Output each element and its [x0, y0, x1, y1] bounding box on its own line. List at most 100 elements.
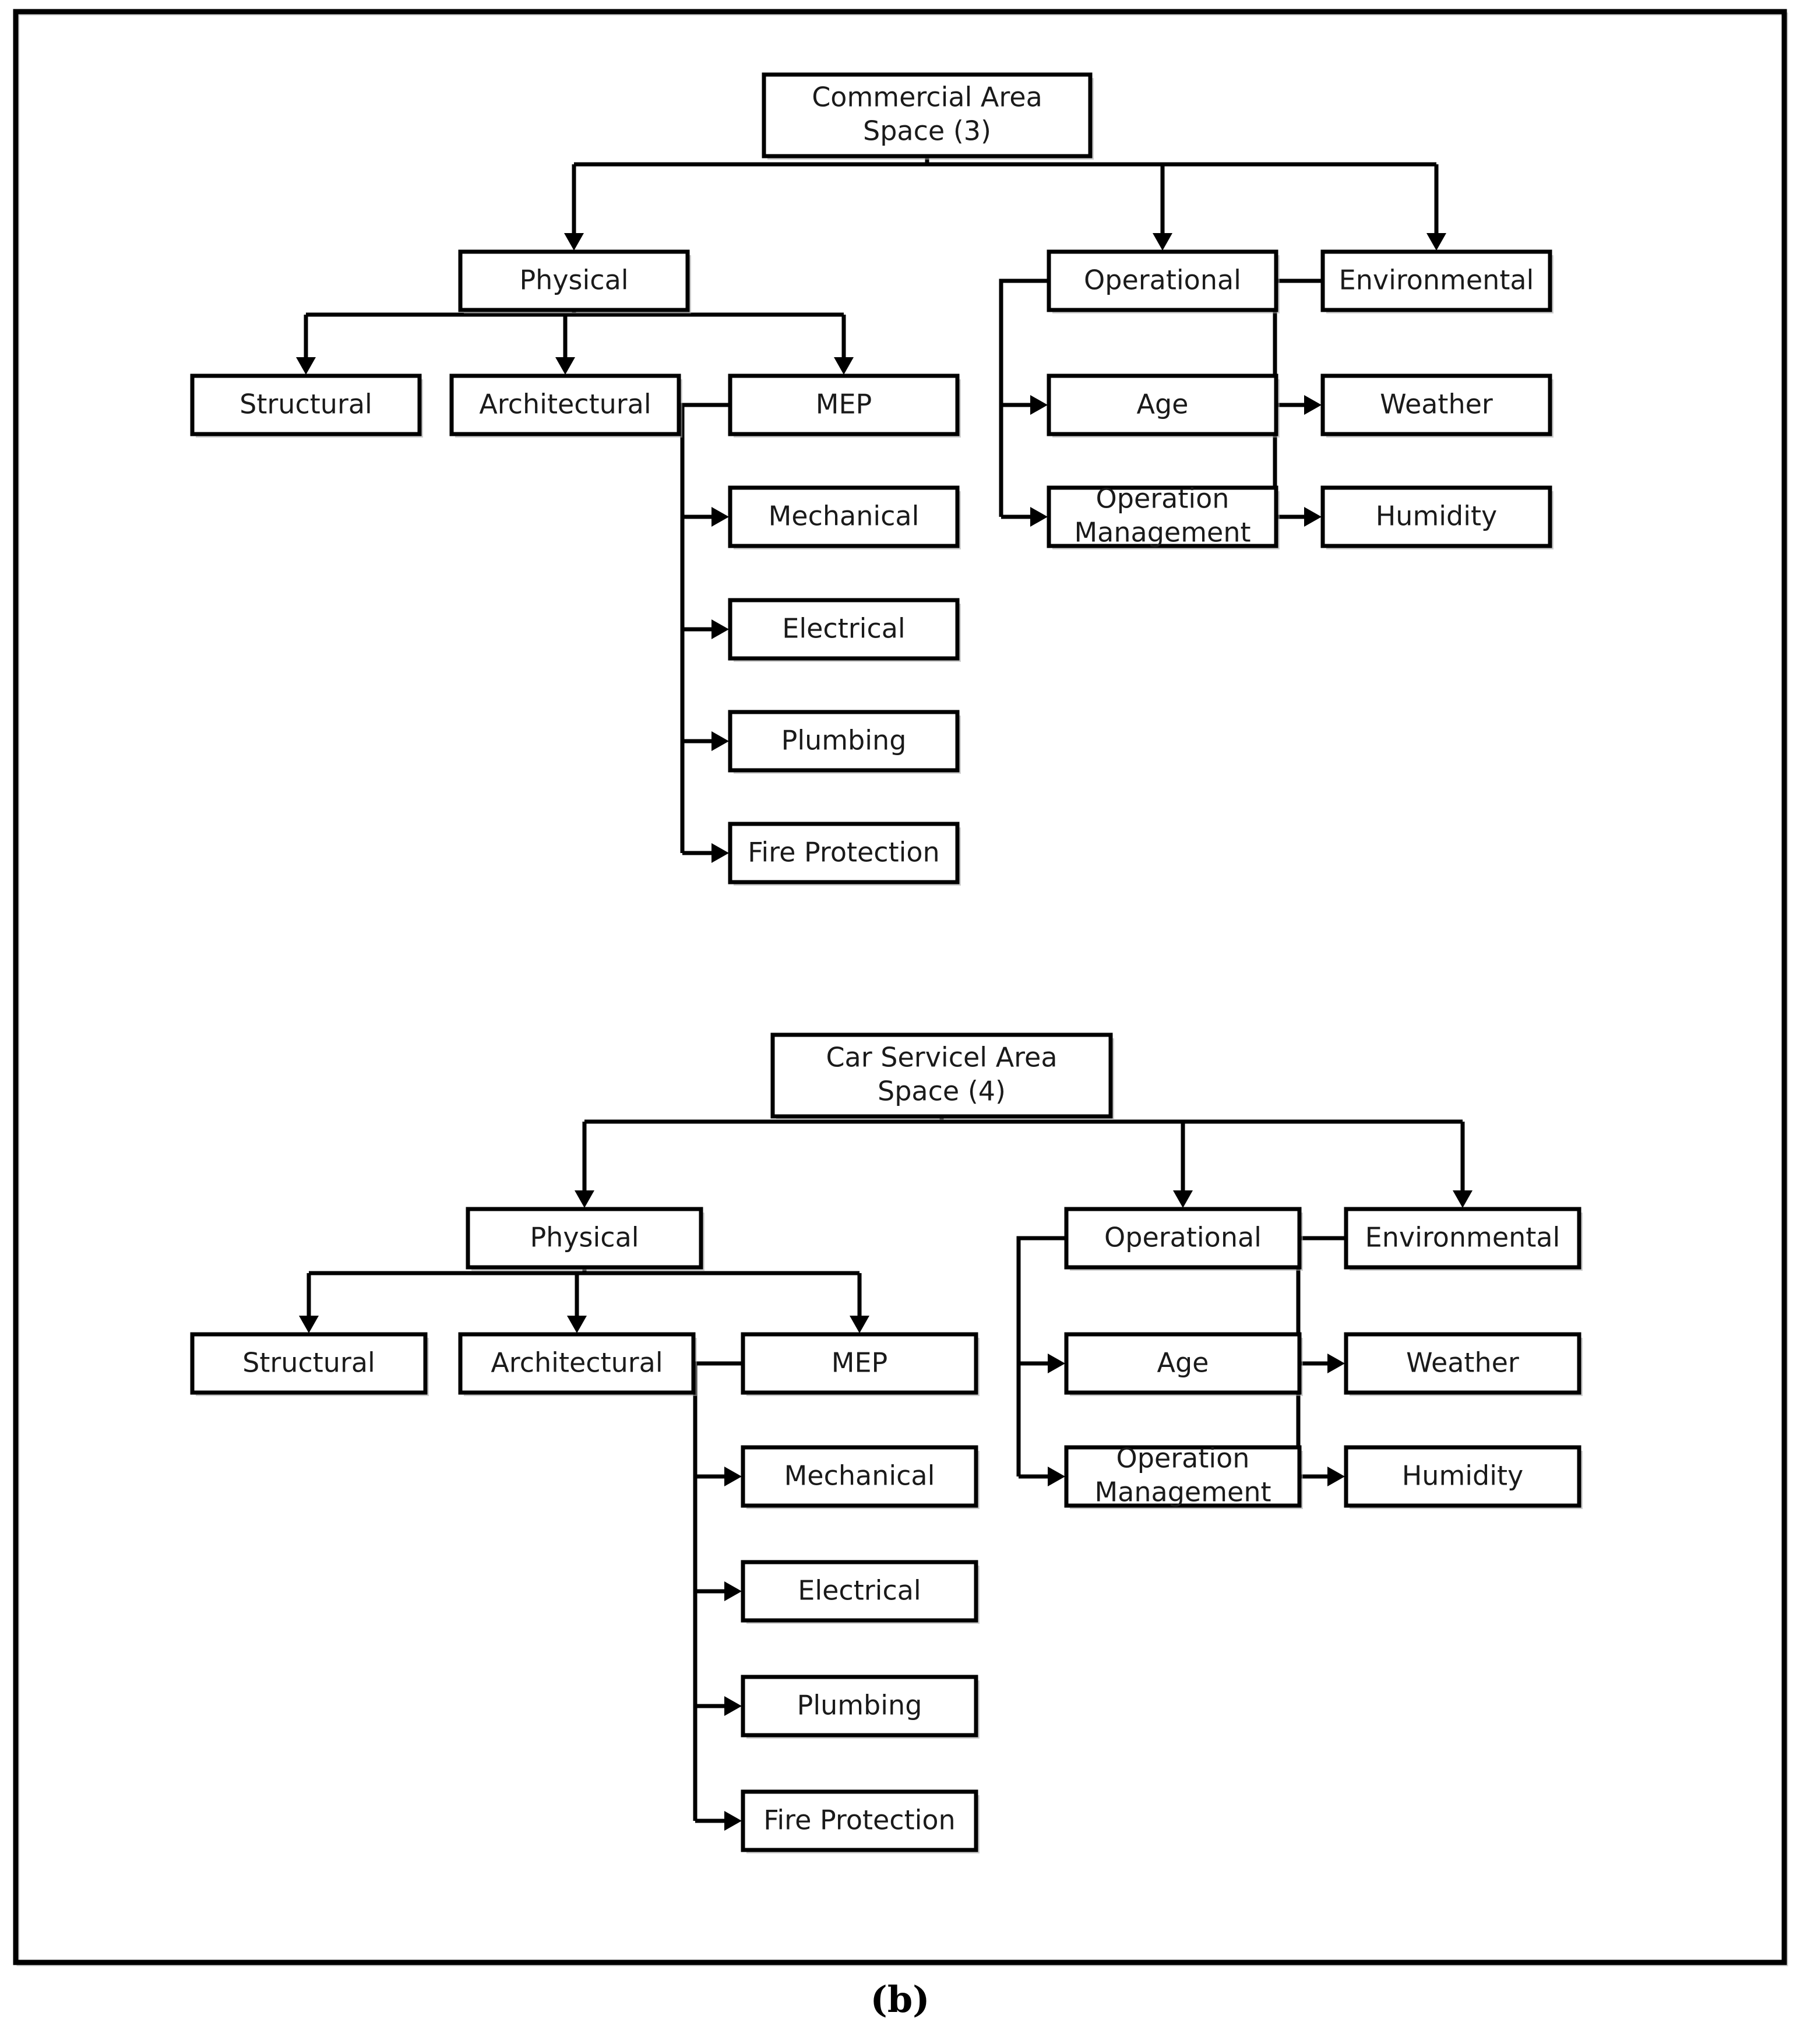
arrow-right-weather [1327, 1354, 1345, 1373]
arrow-down-environmental [1426, 233, 1446, 251]
arrow-right-fire-protection [711, 843, 729, 863]
node-rect [741, 1560, 978, 1623]
trunk-branch-operational-2 [1016, 1236, 1066, 1476]
arrow-right-operation [1048, 1467, 1065, 1486]
node-branch-physical-1-mep[interactable]: MEP [728, 373, 961, 438]
arrow-down-architectural [555, 357, 575, 375]
figure-border [13, 9, 1787, 1965]
node-label: Environmental [1365, 1222, 1561, 1253]
arrow-right-electrical [711, 619, 729, 639]
node-label-line2: Management [1074, 517, 1251, 548]
arrow-down-physical [564, 233, 584, 251]
node-rect [1047, 373, 1278, 436]
arrow-right-plumbing [711, 731, 729, 751]
node-label: Humidity [1402, 1460, 1524, 1492]
node-label-line1: Operation [1116, 1443, 1250, 1474]
node-label: Architectural [491, 1347, 663, 1379]
node-label: Mechanical [769, 501, 920, 532]
node-rect [728, 710, 960, 773]
arrow-down-mep [834, 357, 854, 375]
arrow-down-structural [296, 357, 316, 375]
node-branch-operational-1[interactable]: Operational [1047, 249, 1280, 313]
node-label: Architectural [479, 389, 651, 420]
arrow-down-operational [1173, 1190, 1193, 1208]
node-label: Weather [1380, 389, 1493, 420]
arrow-down-architectural [567, 1316, 587, 1333]
node-label-line1: Car Servicel Area [826, 1042, 1057, 1073]
trunk-branch-environmental-1 [1273, 279, 1323, 517]
node-label: Operational [1084, 265, 1241, 296]
node-fire-protection-branch-physical-2[interactable]: Fire Protection [741, 1789, 980, 1853]
node-label: Physical [519, 265, 628, 296]
node-label: Electrical [798, 1575, 921, 1606]
node-branch-environmental-1-humidity[interactable]: Humidity [1320, 485, 1554, 549]
node-rect [190, 1332, 428, 1395]
node-rect [458, 1332, 696, 1395]
node-plumbing-branch-physical-2[interactable]: Plumbing [741, 1675, 980, 1739]
node-branch-operational-2[interactable]: Operational [1064, 1207, 1303, 1271]
node-rect [741, 1445, 978, 1508]
node-label-line2: Space (4) [878, 1076, 1006, 1107]
node-rect [741, 1789, 978, 1852]
node-label: Fire Protection [763, 1805, 955, 1836]
node-branch-physical-1-architectural[interactable]: Architectural [449, 373, 682, 438]
node-branch-physical-2-architectural[interactable]: Architectural [458, 1332, 697, 1396]
node-label: Structural [239, 389, 372, 420]
node-label: Humidity [1376, 501, 1498, 532]
node-label-line1: Commercial Area [812, 82, 1042, 113]
node-rect [770, 1032, 1113, 1119]
node-rect [1344, 1207, 1581, 1270]
outer-frame-layer [13, 9, 1788, 1967]
node-electrical-branch-physical-2[interactable]: Electrical [741, 1560, 980, 1624]
node-branch-physical-1-structural[interactable]: Structural [190, 373, 423, 438]
trunk-branch-operational-1 [999, 279, 1049, 517]
arrow-right-humidity [1327, 1467, 1345, 1486]
node-fire-protection-branch-physical-1[interactable]: Fire Protection [728, 822, 961, 886]
node-rect [1320, 485, 1552, 548]
node-branch-environmental-2-weather[interactable]: Weather [1344, 1332, 1583, 1396]
node-label: Plumbing [781, 725, 907, 756]
arrow-right-mechanical [724, 1467, 742, 1486]
node-electrical-branch-physical-1[interactable]: Electrical [728, 598, 961, 662]
node-label: Age [1157, 1347, 1209, 1379]
arrow-right-fire-protection [724, 1811, 742, 1831]
node-label: Environmental [1339, 265, 1534, 296]
node-mechanical-branch-physical-1[interactable]: Mechanical [728, 485, 961, 549]
node-label: Structural [242, 1347, 375, 1379]
trunk-branch-environmental-2 [1296, 1236, 1346, 1476]
node-rect [741, 1675, 978, 1738]
arrow-right-age [1048, 1354, 1065, 1373]
node-branch-environmental-1[interactable]: Environmental [1320, 249, 1554, 313]
node-rect [741, 1332, 978, 1395]
node-rect [458, 249, 690, 312]
arrow-right-operation [1030, 507, 1048, 527]
node-label: Weather [1406, 1347, 1519, 1379]
node-branch-environmental-2[interactable]: Environmental [1344, 1207, 1583, 1271]
node-rect [190, 373, 422, 436]
node-branch-operational-1-age[interactable]: Age [1047, 373, 1280, 438]
node-label: Mechanical [784, 1460, 935, 1492]
node-rect [1344, 1332, 1581, 1395]
node-branch-physical-2-mep[interactable]: MEP [741, 1332, 980, 1396]
node-branch-operational-2-age[interactable]: Age [1064, 1332, 1303, 1396]
node-rect [762, 72, 1093, 158]
node-plumbing-branch-physical-1[interactable]: Plumbing [728, 710, 961, 774]
node-rect [1047, 249, 1278, 312]
arrow-right-humidity [1304, 507, 1322, 527]
node-branch-environmental-1-weather[interactable]: Weather [1320, 373, 1554, 438]
node-branch-physical-2-structural[interactable]: Structural [190, 1332, 429, 1396]
node-mechanical-branch-physical-2[interactable]: Mechanical [741, 1445, 980, 1509]
node-branch-environmental-2-humidity[interactable]: Humidity [1344, 1445, 1583, 1509]
arrow-right-plumbing [724, 1696, 742, 1716]
node-branch-physical-1[interactable]: Physical [458, 249, 691, 313]
node-branch-physical-2[interactable]: Physical [466, 1207, 704, 1271]
arrow-right-weather [1304, 395, 1322, 415]
node-rect [1047, 485, 1278, 548]
